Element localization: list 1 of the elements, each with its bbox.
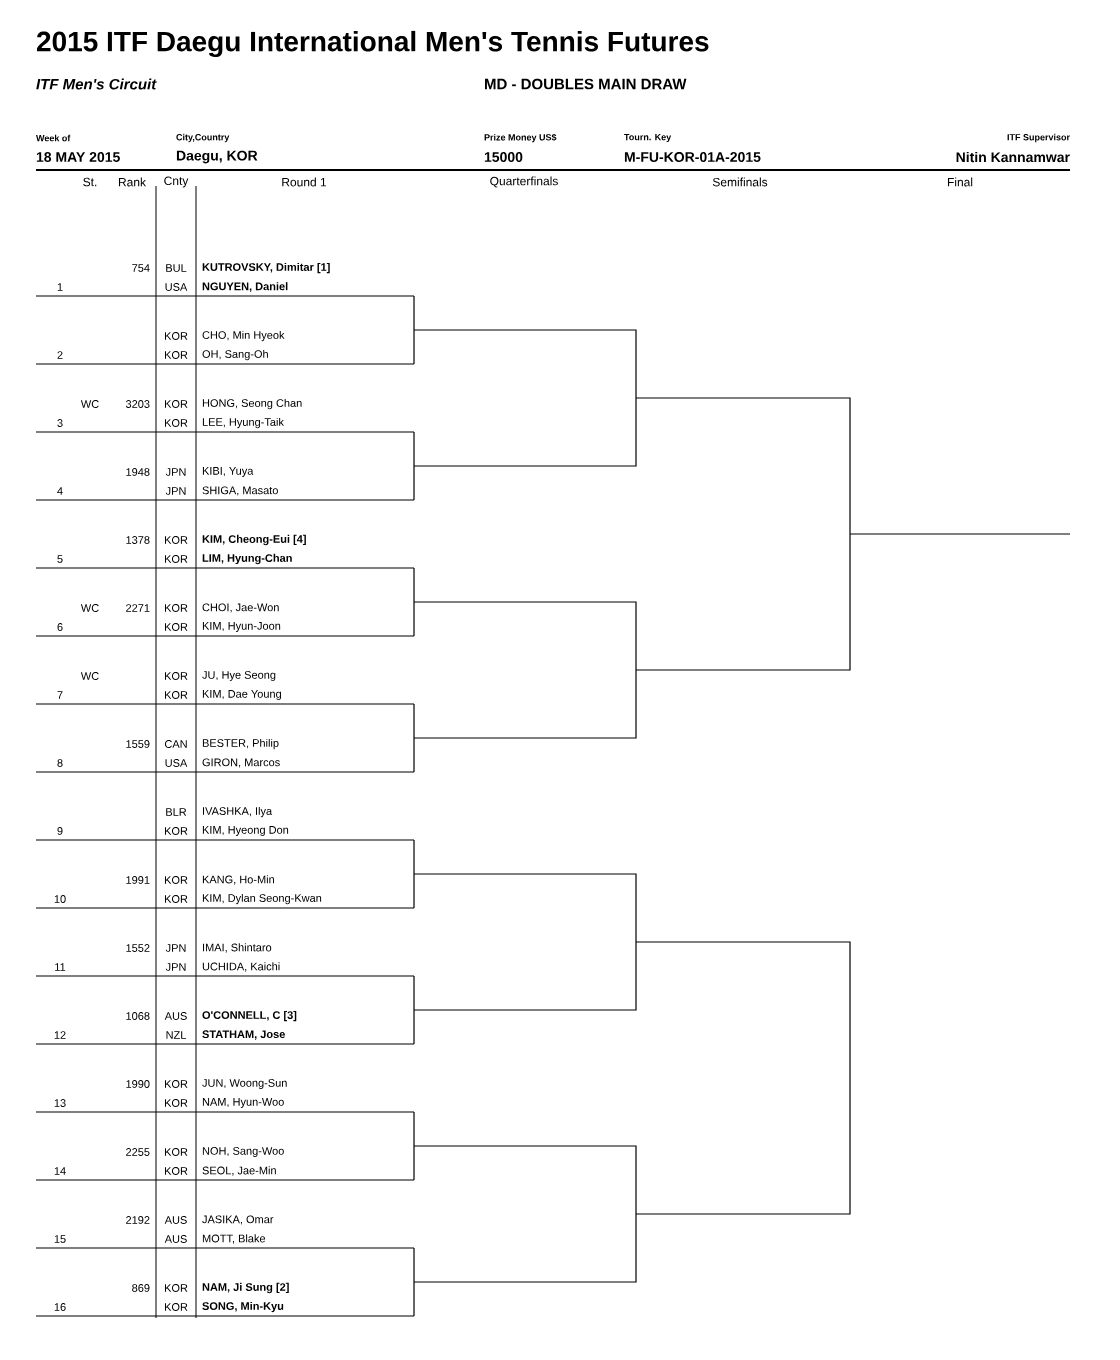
title: 2015 ITF Daegu International Men's Tennis Futures (36, 30, 709, 58)
